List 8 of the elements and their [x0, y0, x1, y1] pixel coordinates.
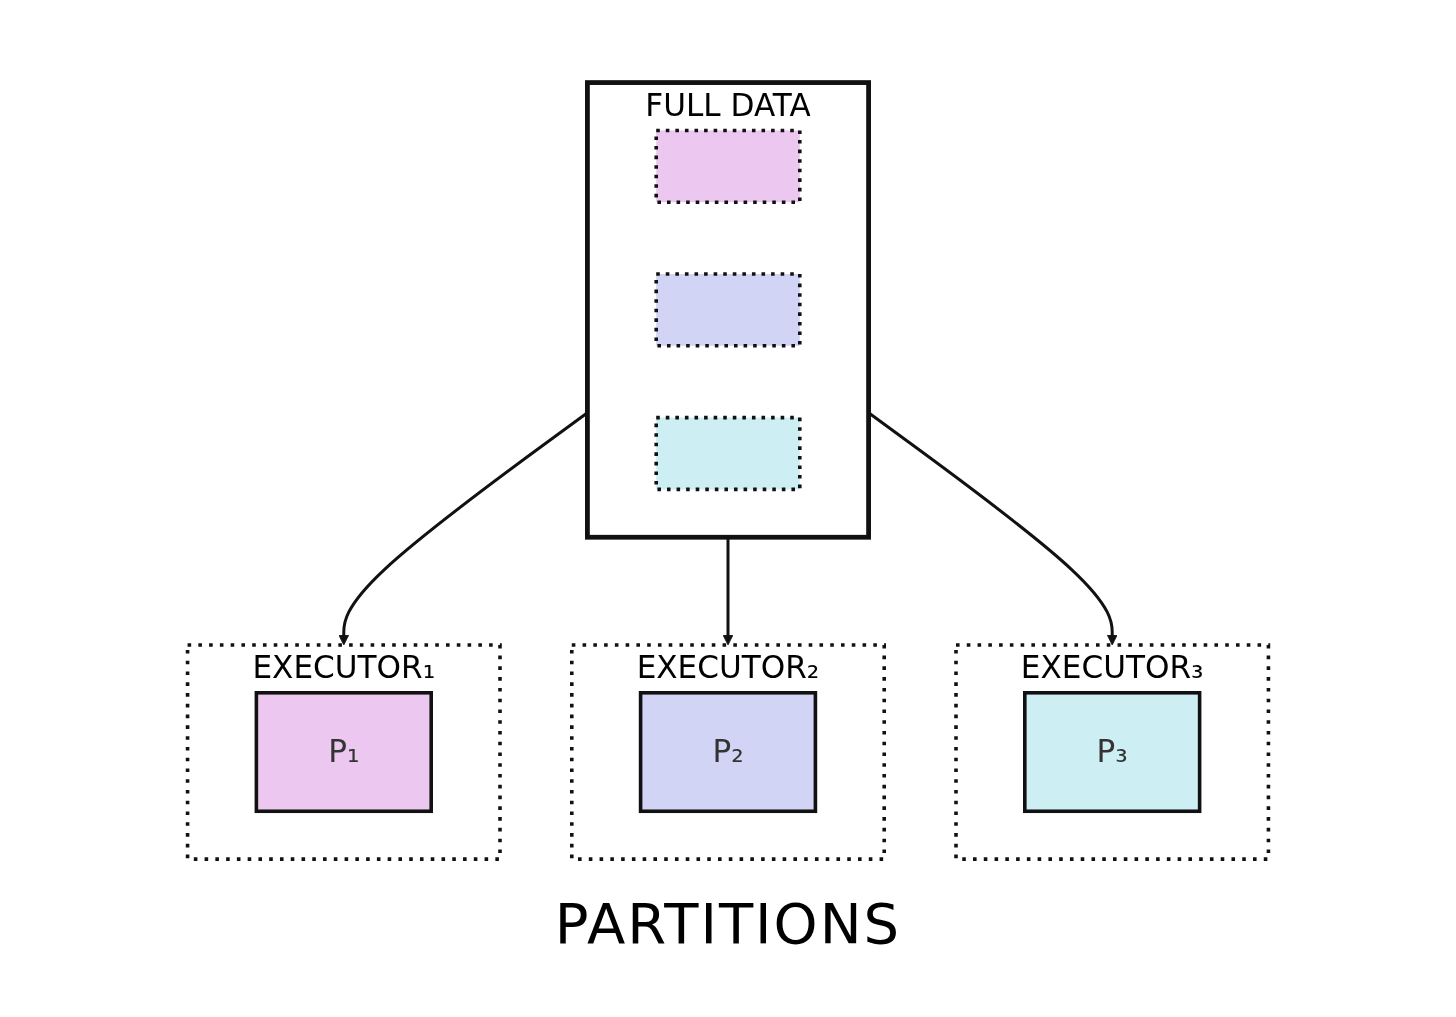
node-box: [654, 128, 802, 205]
node-box: P₃: [1023, 691, 1202, 814]
node-box: [654, 415, 802, 492]
node-box: [654, 272, 802, 348]
caption: PARTITIONS: [554, 891, 902, 956]
cluster: FULL DATA: [585, 80, 871, 540]
node-box: P₁: [254, 691, 433, 814]
node-box: P₂: [638, 691, 818, 814]
